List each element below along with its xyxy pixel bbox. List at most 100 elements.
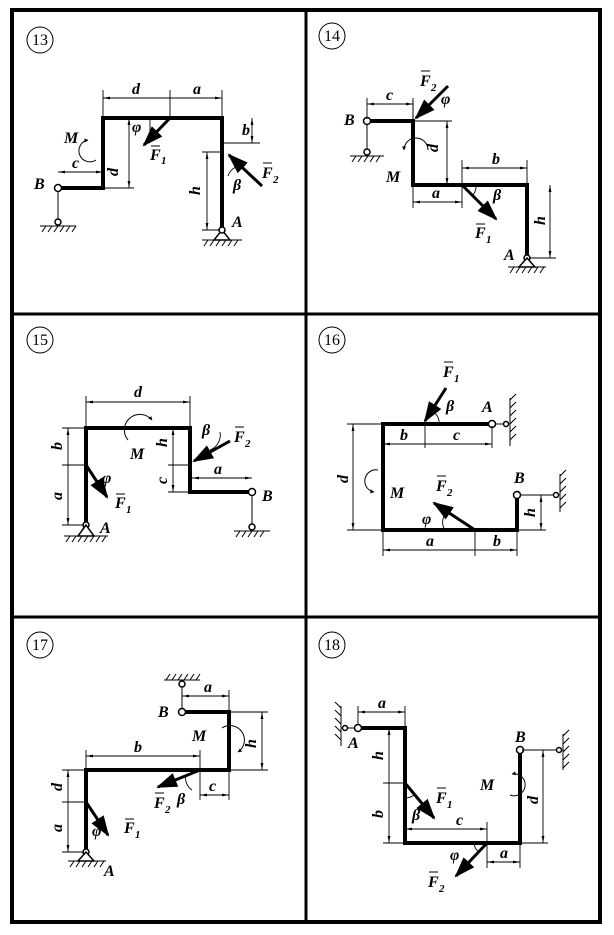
problem-number: 13 bbox=[32, 32, 48, 49]
force-f2-label: F bbox=[419, 73, 431, 90]
force-f2-arrow bbox=[192, 439, 231, 463]
grid-frame bbox=[10, 8, 602, 924]
hinge-b bbox=[53, 183, 63, 193]
point-b-label: B bbox=[33, 176, 45, 193]
dim-label-c: c bbox=[72, 155, 79, 172]
ground-pin-b bbox=[54, 218, 62, 226]
dim-label-a2: a bbox=[214, 461, 222, 478]
problem-number: 15 bbox=[32, 332, 48, 349]
dim-label-a: a bbox=[426, 533, 434, 550]
dim-label-b: b bbox=[134, 739, 142, 756]
dim-label-h: h bbox=[243, 739, 260, 748]
dim-label-a: a bbox=[432, 185, 440, 202]
angle-beta: β bbox=[411, 807, 421, 824]
svg-text:1: 1 bbox=[454, 373, 460, 385]
dim-label-d2: d bbox=[105, 167, 122, 176]
point-b-label: B bbox=[343, 112, 355, 129]
frame-beam bbox=[356, 726, 522, 845]
problem-16: 16 b c d a b h bbox=[318, 326, 567, 556]
ground-hatch-b bbox=[350, 155, 384, 163]
moment-arrow bbox=[402, 137, 429, 151]
angle-phi: φ bbox=[441, 91, 450, 108]
problem-number-circle bbox=[318, 631, 346, 659]
dim-label-a: a bbox=[378, 695, 386, 712]
force-f1-label: F bbox=[149, 147, 161, 164]
force-f2-label: F bbox=[435, 478, 447, 495]
dim-label-h: h bbox=[522, 508, 539, 517]
force-f2-arrow bbox=[414, 84, 450, 120]
dim-label-b: b bbox=[49, 442, 66, 450]
angle-beta: β bbox=[201, 422, 211, 439]
point-b-label: B bbox=[514, 729, 526, 746]
problem-14: 14 c d a b h M bbox=[318, 22, 556, 274]
dim-label-a2: a bbox=[49, 824, 66, 832]
frame-beam bbox=[381, 422, 519, 532]
force-f2-arrow bbox=[227, 153, 264, 188]
angle-beta: β bbox=[232, 177, 242, 194]
problem-number-circle bbox=[26, 631, 54, 659]
moment-arrow bbox=[221, 725, 245, 753]
problem-15: 15 d b a h c a M bbox=[26, 326, 273, 543]
dim-label-d: d bbox=[425, 143, 442, 152]
ground-hatch-a bbox=[202, 239, 242, 247]
force-f1-arrow bbox=[142, 116, 172, 147]
ground-hatch-a bbox=[64, 535, 108, 543]
moment-arrow bbox=[78, 138, 97, 163]
force-f1-label: F bbox=[474, 225, 486, 242]
frame-beam bbox=[84, 426, 254, 527]
moment-arrow bbox=[364, 469, 379, 494]
dim-label-d: d bbox=[49, 782, 66, 791]
dim-label-h: h bbox=[187, 186, 204, 195]
point-a-label: A bbox=[99, 520, 111, 537]
force-f2-label: F bbox=[261, 165, 273, 182]
ground-hatch-b bbox=[234, 530, 270, 538]
ground-hatch-a bbox=[68, 860, 106, 868]
point-a-label: A bbox=[231, 214, 243, 231]
problem-number: 16 bbox=[324, 332, 340, 349]
force-f2-label: F bbox=[233, 429, 245, 446]
force-f2-arrow bbox=[156, 768, 201, 789]
svg-text:1: 1 bbox=[126, 504, 132, 516]
ceiling-hatch-b bbox=[164, 673, 201, 681]
angle-beta: β bbox=[176, 791, 186, 808]
svg-text:2: 2 bbox=[244, 438, 251, 450]
dim-label-c: c bbox=[209, 778, 216, 795]
angle-beta: β bbox=[445, 398, 455, 415]
hinge-b bbox=[512, 490, 522, 500]
ground-pin-b bbox=[363, 148, 371, 156]
force-f1-label: F bbox=[123, 820, 135, 837]
moment-label: M bbox=[191, 728, 207, 745]
dim-label-b: b bbox=[370, 810, 387, 818]
point-b-label: B bbox=[157, 704, 169, 721]
moment-label: M bbox=[63, 130, 79, 147]
dim-label-b: b bbox=[242, 122, 250, 139]
ground-hatch-a bbox=[508, 266, 546, 274]
dim-label-c: c bbox=[386, 87, 393, 104]
problem-number-circle bbox=[318, 22, 346, 50]
svg-text:2: 2 bbox=[272, 174, 279, 186]
force-f1-arrow bbox=[460, 183, 498, 221]
svg-text:1: 1 bbox=[135, 829, 141, 841]
ground-hatch-b bbox=[40, 225, 77, 233]
moment-arrow bbox=[123, 413, 153, 441]
angle-beta: β bbox=[492, 187, 502, 204]
force-f1-label: F bbox=[442, 364, 454, 381]
svg-text:2: 2 bbox=[164, 804, 171, 816]
ground-pin-b bbox=[248, 523, 256, 531]
dim-label-a2: a bbox=[500, 845, 508, 862]
force-f1-arrow bbox=[84, 801, 110, 837]
dim-label-d: d bbox=[335, 474, 352, 483]
force-f1-arrow bbox=[84, 464, 109, 499]
svg-text:1: 1 bbox=[447, 799, 453, 811]
dim-label-c: c bbox=[453, 427, 460, 444]
svg-text:2: 2 bbox=[430, 82, 437, 94]
force-f1-arrow bbox=[403, 782, 436, 820]
problem-number: 17 bbox=[32, 637, 48, 654]
dim-label-b: b bbox=[492, 151, 500, 168]
svg-text:2: 2 bbox=[438, 883, 445, 895]
frame-beam bbox=[365, 119, 529, 260]
force-f1-label: F bbox=[435, 790, 447, 807]
problem-number-circle bbox=[26, 326, 54, 354]
force-f1-label: F bbox=[114, 495, 126, 512]
